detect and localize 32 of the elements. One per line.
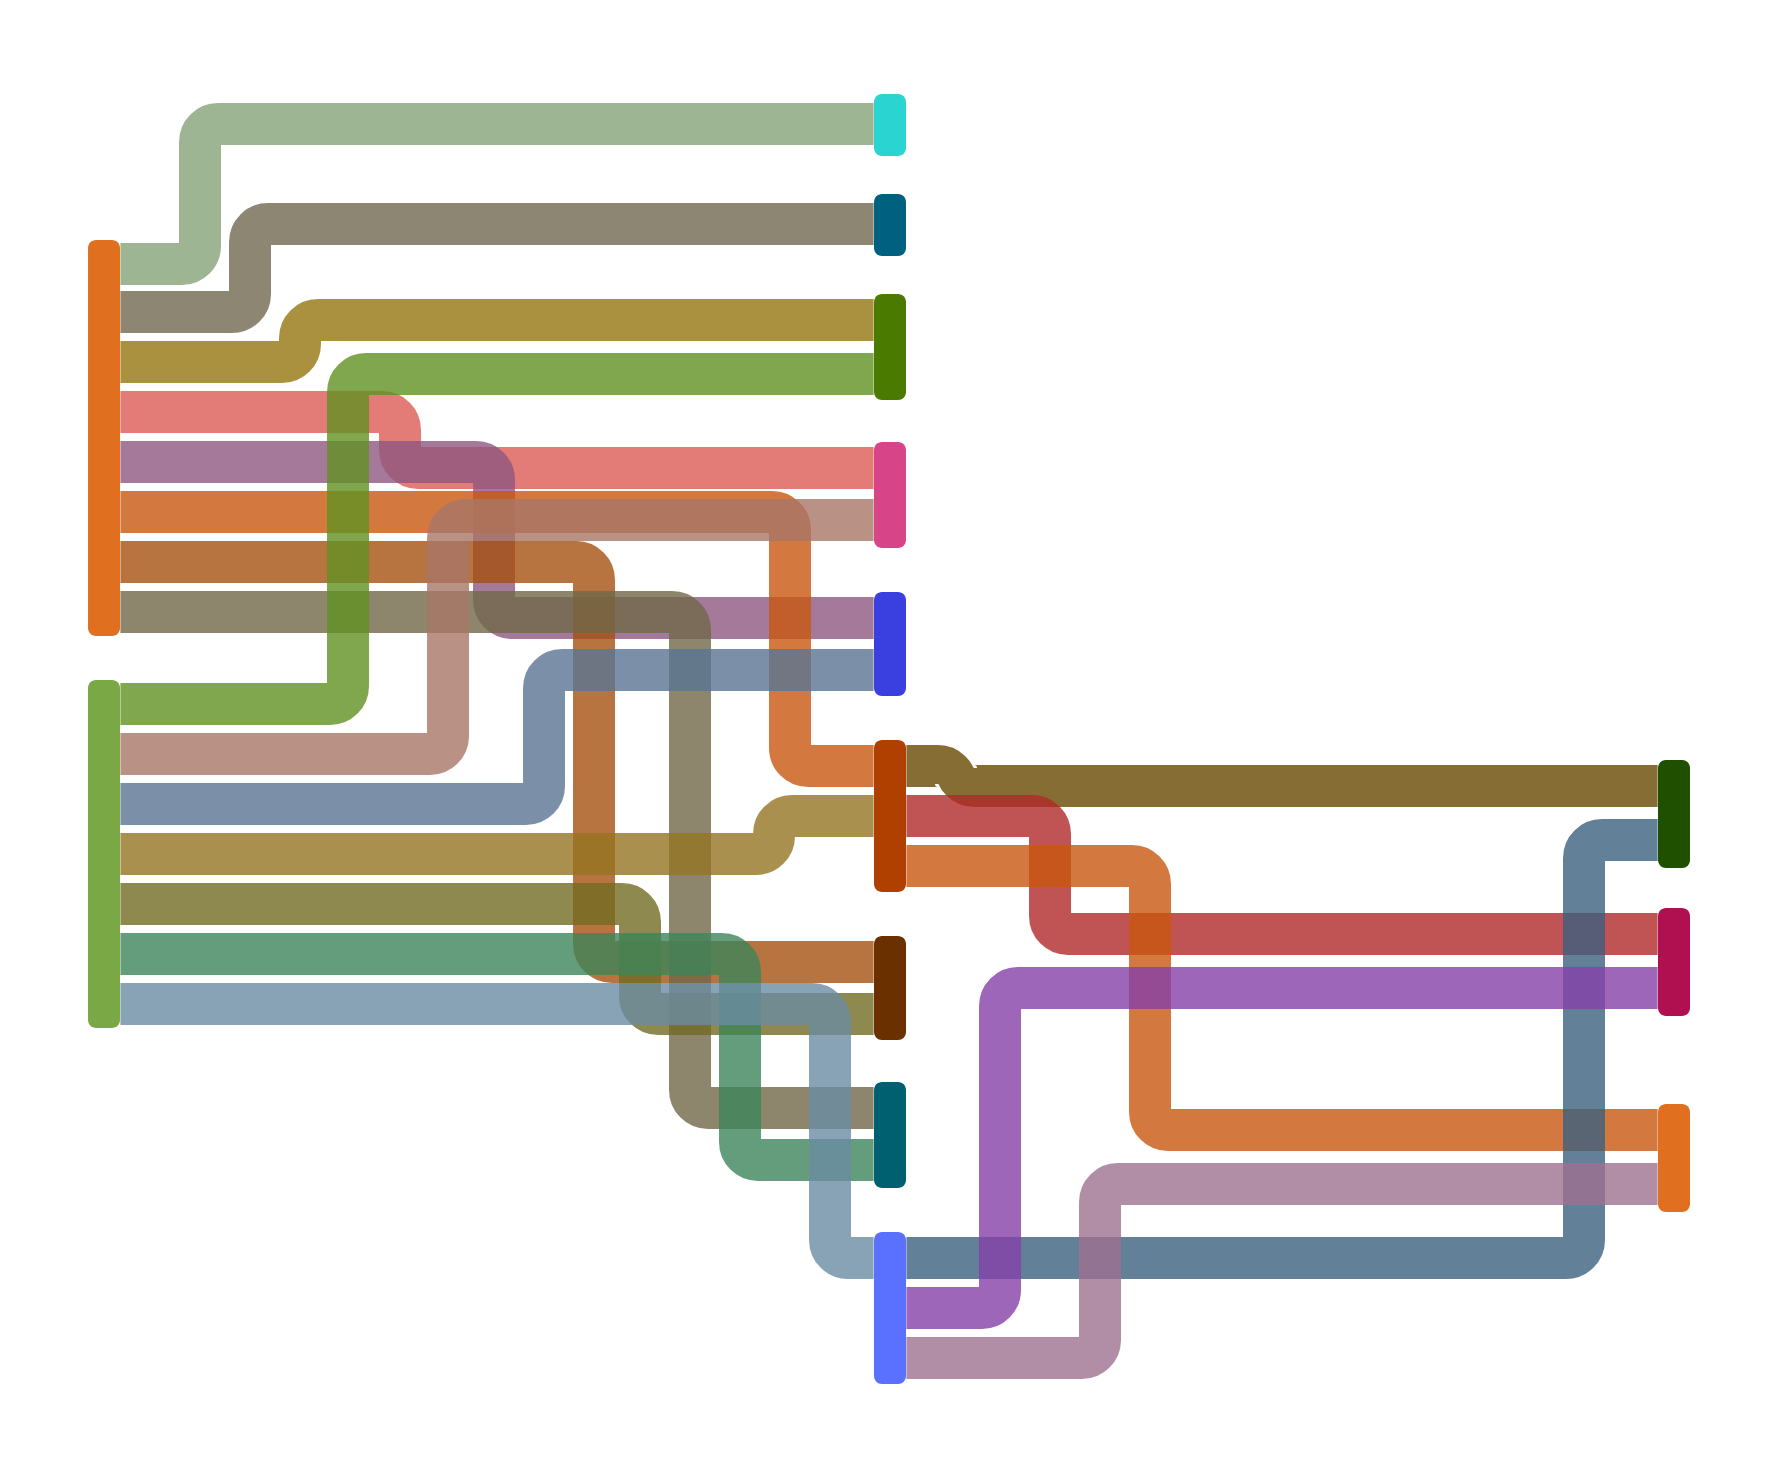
flow-band: [120, 353, 874, 725]
flow-band: [120, 933, 874, 1181]
flow-bar: [1658, 1104, 1690, 1212]
flow-bar: [874, 94, 906, 156]
flow-bar: [874, 592, 906, 696]
flow-band: [120, 299, 874, 383]
flow-band: [906, 795, 1658, 955]
flow-bar: [1658, 908, 1690, 1016]
flow-band: [906, 819, 1658, 1279]
flow-band: [120, 883, 874, 1035]
flow-band: [120, 795, 874, 875]
flow-band: [120, 983, 874, 1279]
flow-band: [120, 441, 874, 639]
flow-band: [120, 591, 874, 1129]
flow-band: [906, 845, 1658, 1151]
flow-band: [906, 967, 1658, 1329]
flow-band: [120, 391, 874, 489]
flow-band: [120, 541, 874, 983]
flow-bar: [874, 1232, 906, 1384]
flow-band: [906, 1163, 1658, 1379]
flow-bar: [874, 294, 906, 400]
flow-bar: [88, 240, 120, 636]
flow-bar: [874, 740, 906, 892]
flow-bar: [874, 936, 906, 1040]
flow-bar: [874, 194, 906, 256]
flow-bar: [1658, 760, 1690, 868]
flow-band: [120, 649, 874, 825]
flow-bar: [874, 442, 906, 548]
flow-band: [906, 745, 1658, 807]
flow-band: [120, 203, 874, 333]
flow-bar: [88, 680, 120, 1028]
flow-bar: [874, 1082, 906, 1188]
